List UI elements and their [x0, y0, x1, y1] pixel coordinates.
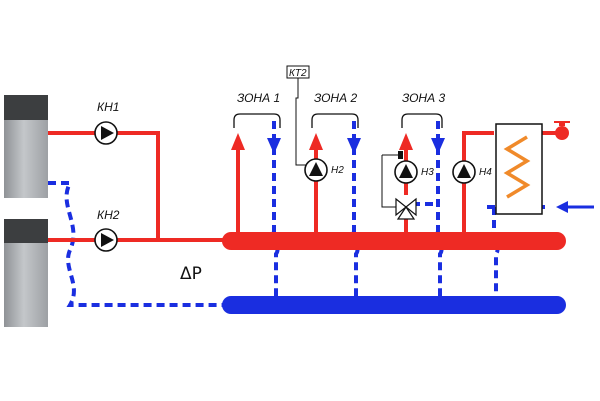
zone-1-label: ЗОНА 1	[237, 91, 280, 105]
pump-kn2: КН2	[94, 208, 120, 252]
boiler-2-icon	[4, 219, 48, 327]
pump-kn1: КН1	[94, 100, 119, 145]
tap-icon	[554, 121, 570, 140]
pump-n3: Н3	[394, 160, 434, 184]
zone-3-label: ЗОНА 3	[402, 91, 445, 105]
pump-n4-label: Н4	[479, 167, 492, 178]
return-header	[222, 296, 566, 314]
controller-kt2: КТ2	[286, 65, 310, 166]
boiler-1-icon	[4, 95, 48, 198]
pump-n4: Н4	[452, 160, 492, 184]
inlet-arrow-icon	[556, 201, 594, 213]
pump-kn1-label: КН1	[97, 100, 119, 114]
three-way-valve-icon	[381, 151, 417, 220]
pump-n3-label: Н3	[421, 167, 434, 178]
supply-pipes	[48, 131, 560, 242]
supply-header	[222, 232, 566, 250]
water-heater-icon	[495, 123, 543, 215]
pump-kn2-label: КН2	[97, 208, 120, 222]
zone-brackets	[233, 113, 443, 128]
delta-p-label: ΔP	[180, 264, 202, 284]
pump-n2: Н2	[304, 158, 344, 182]
zone-2-label: ЗОНА 2	[314, 91, 357, 105]
controller-label: КТ2	[289, 68, 307, 79]
pump-n2-label: Н2	[331, 165, 344, 176]
zone-arrows	[231, 133, 445, 154]
